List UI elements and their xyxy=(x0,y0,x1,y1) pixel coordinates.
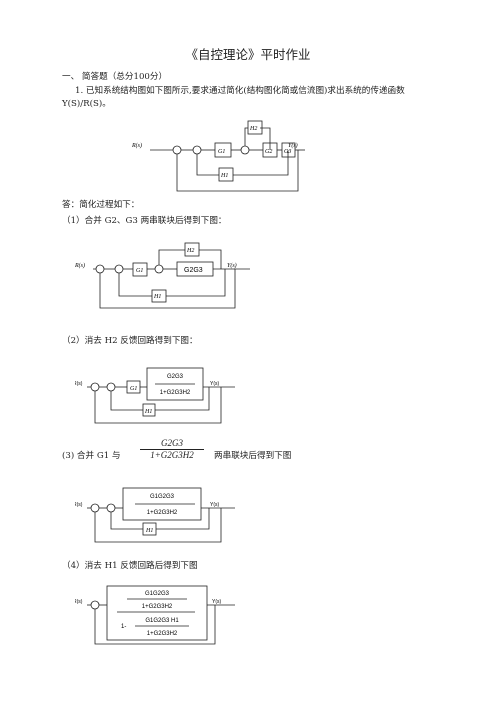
fraction-numerator: G2G3 xyxy=(167,374,184,380)
block-g2: G2 xyxy=(265,149,272,155)
block-diagram-step2: R(s) Y(s) G1 G2G3 1+G2G3H2 H1 xyxy=(75,365,235,427)
input-label: R(s) xyxy=(75,502,83,508)
step3-suffix: 两串联块后得到下图 xyxy=(214,451,292,461)
block-diagram-step4: R(s) Y(s) G1G2G3 1+G2G3H2 1- G1G2G3 H1 1… xyxy=(75,584,235,646)
inner-numerator: G1G2G3 H1 xyxy=(145,618,179,624)
fraction-top: G1G2G3 xyxy=(145,591,170,597)
step1-text: （1）合并 G2、G3 两串联块后得到下图： xyxy=(62,216,227,226)
answer-heading: 答：简化过程如下： xyxy=(62,200,140,210)
block-diagram-step3: R(s) Y(s) G1G2G3 1+G2G3H2 H1 xyxy=(75,484,235,546)
step3-fraction-numerator: G2G3 xyxy=(140,438,204,450)
block-g3: G3 xyxy=(284,149,291,155)
step3-fraction: G2G3 1+G2G3H2 xyxy=(140,438,204,460)
input-label: R(s) xyxy=(75,381,83,387)
block-g1: G1 xyxy=(218,149,225,155)
input-label: R(s) xyxy=(75,599,83,605)
output-label: Y(s) xyxy=(212,599,222,605)
input-label: R(s) xyxy=(75,262,85,269)
fraction-denominator: 1+G2G3H2 xyxy=(147,510,178,516)
inner-denominator: 1+G2G3H2 xyxy=(147,631,178,637)
block-h2: H2 xyxy=(186,248,194,254)
input-label: R(s) xyxy=(131,142,142,149)
block-g1: G1 xyxy=(136,268,143,274)
step4-text: （4）消去 H1 反馈回路后得到下图 xyxy=(62,561,198,571)
block-h1: H1 xyxy=(145,528,153,534)
fraction-numerator: G1G2G3 xyxy=(150,494,175,500)
output-label: Y(s) xyxy=(210,381,220,387)
step3-prefix: (3) 合并 G1 与 xyxy=(62,451,121,461)
fraction-mid: 1+G2G3H2 xyxy=(142,604,173,610)
fraction-one-minus: 1- xyxy=(121,624,126,630)
block-diagram-original: R(s) Y(s) G1 G2 G3 H2 H1 xyxy=(130,115,305,195)
block-h2: H2 xyxy=(249,126,257,132)
question-text-cont: Y(S)/R(S)。 xyxy=(62,99,111,109)
step3-fraction-denominator: 1+G2G3H2 xyxy=(150,450,194,460)
output-label: Y(s) xyxy=(227,262,237,269)
output-label: Y(s) xyxy=(210,502,220,508)
question-text: 1. 已知系统结构图如下图所示,要求通过简化(结构图化简或信流图)求出系统的传递… xyxy=(75,86,405,96)
block-h1: H1 xyxy=(144,409,152,415)
block-g1: G1 xyxy=(130,386,137,392)
block-h1: H1 xyxy=(220,173,228,179)
fraction-denominator: 1+G2G3H2 xyxy=(160,390,191,396)
block-diagram-step1: R(s) Y(s) G1 G2G3 H2 H1 xyxy=(75,238,250,310)
doc-title: 《自控理论》平时作业 xyxy=(185,47,311,62)
block-h1: H1 xyxy=(153,294,161,300)
step2-text: （2）消去 H2 反馈回路得到下图： xyxy=(62,336,198,346)
block-g2g3: G2G3 xyxy=(184,267,203,274)
output-label: Y(s) xyxy=(288,142,298,149)
section-heading: 一、 简答题（总分100分） xyxy=(62,72,168,82)
